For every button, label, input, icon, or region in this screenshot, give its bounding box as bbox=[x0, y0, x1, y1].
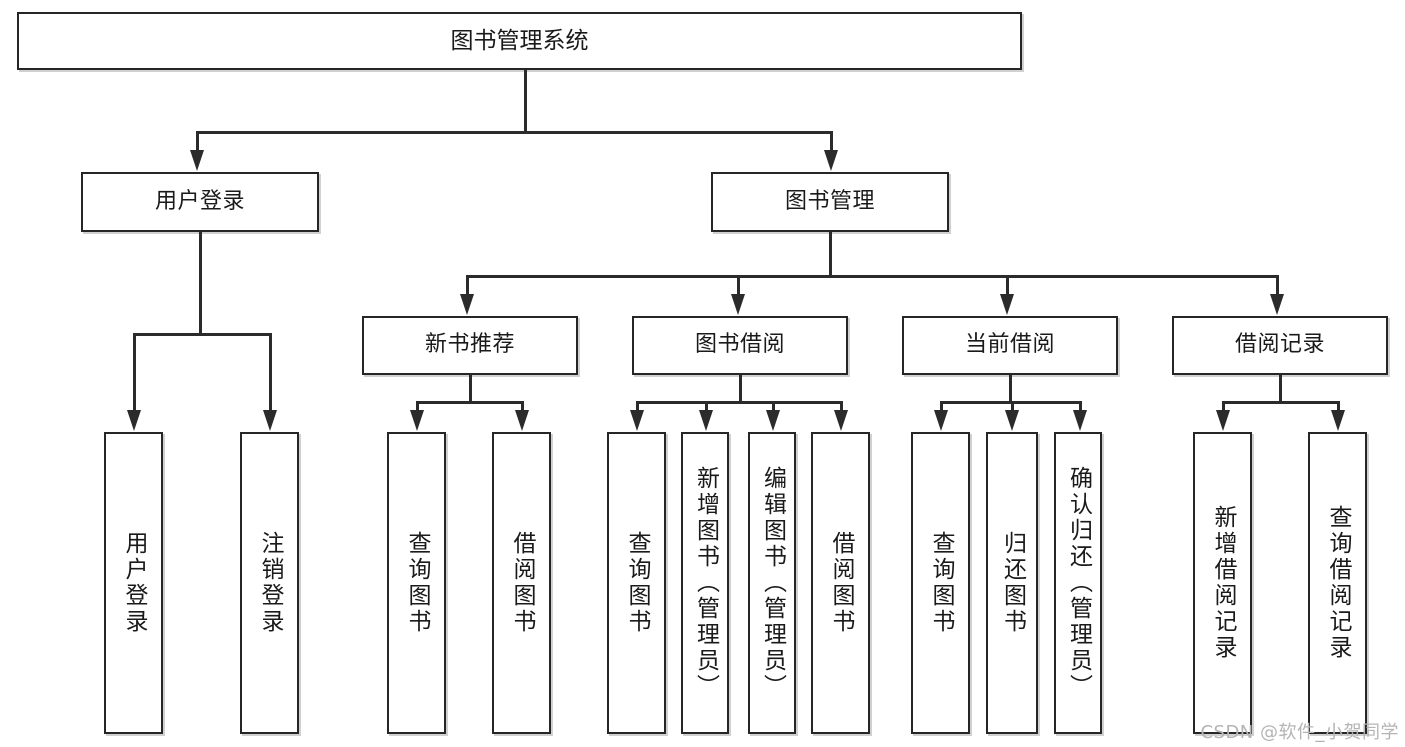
node-current-borrow-label: 当前借阅 bbox=[964, 332, 1055, 358]
leaf-newbook-query-book[interactable]: 查询图书 bbox=[387, 432, 446, 734]
connector-userlogin-b1 bbox=[133, 333, 136, 415]
leaf-current-confirm-return-label: 确认归还（管理员） bbox=[1065, 466, 1092, 700]
connector-bookmgmt-c2 bbox=[737, 275, 740, 299]
leaf-record-query-label: 查询借阅记录 bbox=[1325, 505, 1351, 661]
leaf-borrow-query-book[interactable]: 查询图书 bbox=[607, 432, 666, 734]
connector-root-to-bookmgmt bbox=[830, 131, 833, 156]
node-root-label: 图书管理系统 bbox=[450, 27, 589, 54]
arrow-root-to-userlogin bbox=[190, 150, 204, 171]
leaf-current-confirm-return[interactable]: 确认归还（管理员） bbox=[1054, 432, 1102, 734]
node-root[interactable]: 图书管理系统 bbox=[17, 12, 1022, 70]
arrow-currentborrow-l1 bbox=[934, 410, 948, 431]
connector-bookborrow-l2 bbox=[705, 401, 708, 415]
leaf-newbook-borrow-book[interactable]: 借阅图书 bbox=[492, 432, 551, 734]
node-book-borrow[interactable]: 图书借阅 bbox=[632, 316, 848, 375]
connector-bookmgmt-stem bbox=[829, 232, 832, 277]
connector-bookborrow-l1 bbox=[636, 401, 639, 415]
connector-borrowrecord-stem bbox=[1279, 375, 1282, 403]
arrow-userlogin-b2 bbox=[263, 410, 277, 431]
node-book-management[interactable]: 图书管理 bbox=[711, 172, 949, 232]
leaf-borrow-query-book-label: 查询图书 bbox=[624, 531, 650, 635]
connector-root-bus bbox=[196, 131, 832, 134]
leaf-borrow-borrow-book[interactable]: 借阅图书 bbox=[811, 432, 870, 734]
connector-borrowrecord-l2 bbox=[1337, 401, 1340, 415]
arrow-bookmgmt-c4 bbox=[1270, 294, 1284, 315]
connector-bookborrow-stem bbox=[739, 375, 742, 403]
leaf-logout[interactable]: 注销登录 bbox=[240, 432, 299, 734]
leaf-current-return-book[interactable]: 归还图书 bbox=[986, 432, 1038, 734]
leaf-logout-label: 注销登录 bbox=[257, 531, 283, 635]
connector-currentborrow-l1 bbox=[940, 401, 943, 415]
connector-newbook-l1 bbox=[416, 401, 419, 415]
connector-bookborrow-l4 bbox=[840, 401, 843, 415]
node-current-borrow[interactable]: 当前借阅 bbox=[902, 316, 1118, 375]
leaf-borrow-add-book[interactable]: 新增图书（管理员） bbox=[681, 432, 729, 734]
arrow-bookmgmt-c3 bbox=[1000, 294, 1014, 315]
leaf-current-query-book[interactable]: 查询图书 bbox=[911, 432, 970, 734]
leaf-borrow-borrow-book-label: 借阅图书 bbox=[828, 531, 854, 635]
leaf-record-add[interactable]: 新增借阅记录 bbox=[1193, 432, 1252, 734]
connector-root-to-userlogin bbox=[196, 131, 199, 156]
arrow-bookborrow-l1 bbox=[630, 410, 644, 431]
connector-currentborrow-stem bbox=[1009, 375, 1012, 403]
connector-currentborrow-l3 bbox=[1079, 401, 1082, 415]
leaf-borrow-edit-book[interactable]: 编辑图书（管理员） bbox=[748, 432, 796, 734]
leaf-borrow-edit-book-label: 编辑图书（管理员） bbox=[759, 466, 786, 700]
connector-bookborrow-l3 bbox=[772, 401, 775, 415]
arrow-bookmgmt-c2 bbox=[731, 294, 745, 315]
connector-newbook-bus bbox=[416, 401, 524, 404]
node-new-book-recommend[interactable]: 新书推荐 bbox=[362, 316, 578, 375]
arrow-bookborrow-l2 bbox=[699, 410, 713, 431]
leaf-current-return-book-label: 归还图书 bbox=[999, 531, 1026, 635]
connector-bookmgmt-c1 bbox=[466, 275, 469, 299]
arrow-newbook-l2 bbox=[515, 410, 529, 431]
leaf-borrow-add-book-label: 新增图书（管理员） bbox=[692, 466, 719, 700]
connector-currentborrow-bus bbox=[940, 401, 1081, 404]
connector-bookmgmt-c4 bbox=[1276, 275, 1279, 299]
connector-bookborrow-bus bbox=[636, 401, 842, 404]
connector-bookmgmt-bus bbox=[466, 275, 1278, 278]
arrow-newbook-l1 bbox=[410, 410, 424, 431]
leaf-newbook-query-book-label: 查询图书 bbox=[404, 531, 430, 635]
node-user-login-label: 用户登录 bbox=[154, 188, 245, 214]
connector-newbook-l2 bbox=[521, 401, 524, 415]
arrow-bookmgmt-c1 bbox=[460, 294, 474, 315]
leaf-record-add-label: 新增借阅记录 bbox=[1210, 505, 1236, 661]
arrow-currentborrow-l3 bbox=[1073, 410, 1087, 431]
connector-userlogin-b2 bbox=[269, 333, 272, 415]
connector-borrowrecord-bus bbox=[1222, 401, 1339, 404]
arrow-bookborrow-l4 bbox=[834, 410, 848, 431]
leaf-user-login[interactable]: 用户登录 bbox=[104, 432, 163, 734]
leaf-current-query-book-label: 查询图书 bbox=[928, 531, 954, 635]
arrow-currentborrow-l2 bbox=[1005, 410, 1019, 431]
node-borrow-record-label: 借阅记录 bbox=[1234, 332, 1325, 358]
node-book-management-label: 图书管理 bbox=[784, 188, 875, 214]
arrow-borrowrecord-l2 bbox=[1331, 410, 1345, 431]
connector-bookmgmt-c3 bbox=[1006, 275, 1009, 299]
node-borrow-record[interactable]: 借阅记录 bbox=[1172, 316, 1388, 375]
connector-currentborrow-l2 bbox=[1011, 401, 1014, 415]
leaf-record-query[interactable]: 查询借阅记录 bbox=[1308, 432, 1367, 734]
arrow-borrowrecord-l1 bbox=[1216, 410, 1230, 431]
arrow-userlogin-b1 bbox=[127, 410, 141, 431]
node-book-borrow-label: 图书借阅 bbox=[694, 332, 785, 358]
connector-borrowrecord-l1 bbox=[1222, 401, 1225, 415]
node-new-book-recommend-label: 新书推荐 bbox=[424, 332, 515, 358]
connector-userlogin-bus bbox=[133, 333, 271, 336]
arrow-bookborrow-l3 bbox=[766, 410, 780, 431]
arrow-root-to-bookmgmt bbox=[824, 150, 838, 171]
connector-root-stem bbox=[524, 70, 527, 132]
leaf-user-login-label: 用户登录 bbox=[121, 531, 147, 635]
leaf-newbook-borrow-book-label: 借阅图书 bbox=[509, 531, 535, 635]
node-user-login[interactable]: 用户登录 bbox=[81, 172, 319, 232]
connector-newbook-stem bbox=[469, 375, 472, 403]
connector-userlogin-stem bbox=[199, 232, 202, 334]
